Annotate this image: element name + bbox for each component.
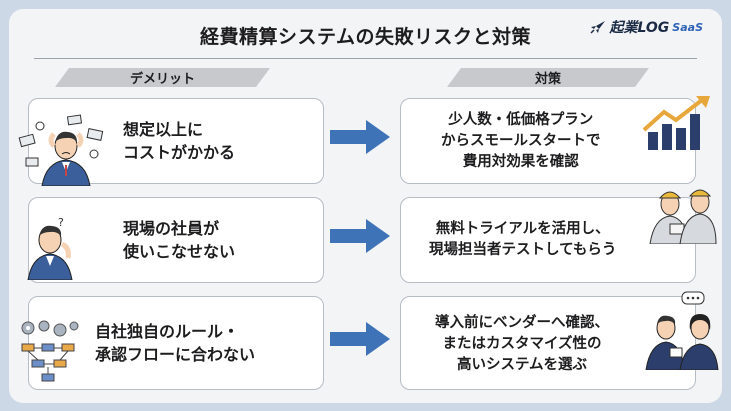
measure-line: 費用対効果を確認 (462, 154, 579, 170)
measure-box-free-trial: 無料トライアルを活用し、 現場担当者テストしてもらう (400, 197, 696, 283)
measure-header: 対策 (447, 68, 649, 87)
measure-line: 少人数・低価格プラン (448, 112, 594, 128)
demerit-line: 承認フローに合わない (95, 345, 256, 364)
workflow-gears-icon (21, 320, 79, 382)
demerit-line: 想定以上に (123, 120, 204, 139)
growth-chart-icon (642, 96, 710, 150)
logo-main-text: 起業LOG (609, 20, 670, 36)
demerit-box-workflow: 自社独自のルール・ 承認フローに合わない (28, 296, 324, 390)
page-title: 経費精算システムの失敗リスクと対策 (200, 26, 531, 48)
measure-box-vendor-check: 導入前にベンダーへ確認、 またはカスタマイズ性の 高いシステムを選ぶ (400, 296, 696, 390)
measure-line: 高いシステムを選ぶ (456, 357, 588, 373)
business-meeting-icon (645, 291, 719, 370)
arrow-right-icon (330, 120, 390, 154)
worried-businessman-money-icon (18, 114, 104, 186)
demerit-box-usability: 現場の社員が 使いこなせない (28, 197, 324, 283)
measure-line: 現場担当者テストしてもらう (429, 242, 617, 258)
measure-line: からスモールスタートで (441, 133, 601, 149)
measure-line: またはカスタマイズ性の (442, 336, 602, 352)
brand-logo: 起業LOG SaaS (590, 17, 703, 37)
measure-line: 無料トライアルを活用し、 (435, 221, 610, 237)
field-workers-icon (649, 189, 717, 244)
demerit-line: 使いこなせない (123, 242, 236, 261)
demerit-header: デメリット (55, 68, 270, 87)
demerit-line: 現場の社員が (123, 219, 220, 238)
rocket-icon (590, 21, 606, 34)
svg-text:?: ? (58, 216, 64, 229)
confused-businessman-icon: ? (27, 216, 73, 280)
demerit-line: 自社独自のルール・ (95, 322, 240, 341)
title-divider (34, 58, 697, 59)
arrow-right-icon (330, 322, 390, 356)
measure-box-small-start: 少人数・低価格プラン からスモールスタートで 費用対効果を確認 (400, 98, 696, 184)
arrow-right-icon (330, 219, 390, 253)
demerit-line: コストがかかる (123, 143, 236, 162)
measure-line: 導入前にベンダーへ確認、 (435, 315, 609, 331)
logo-sub-text: SaaS (672, 20, 703, 34)
